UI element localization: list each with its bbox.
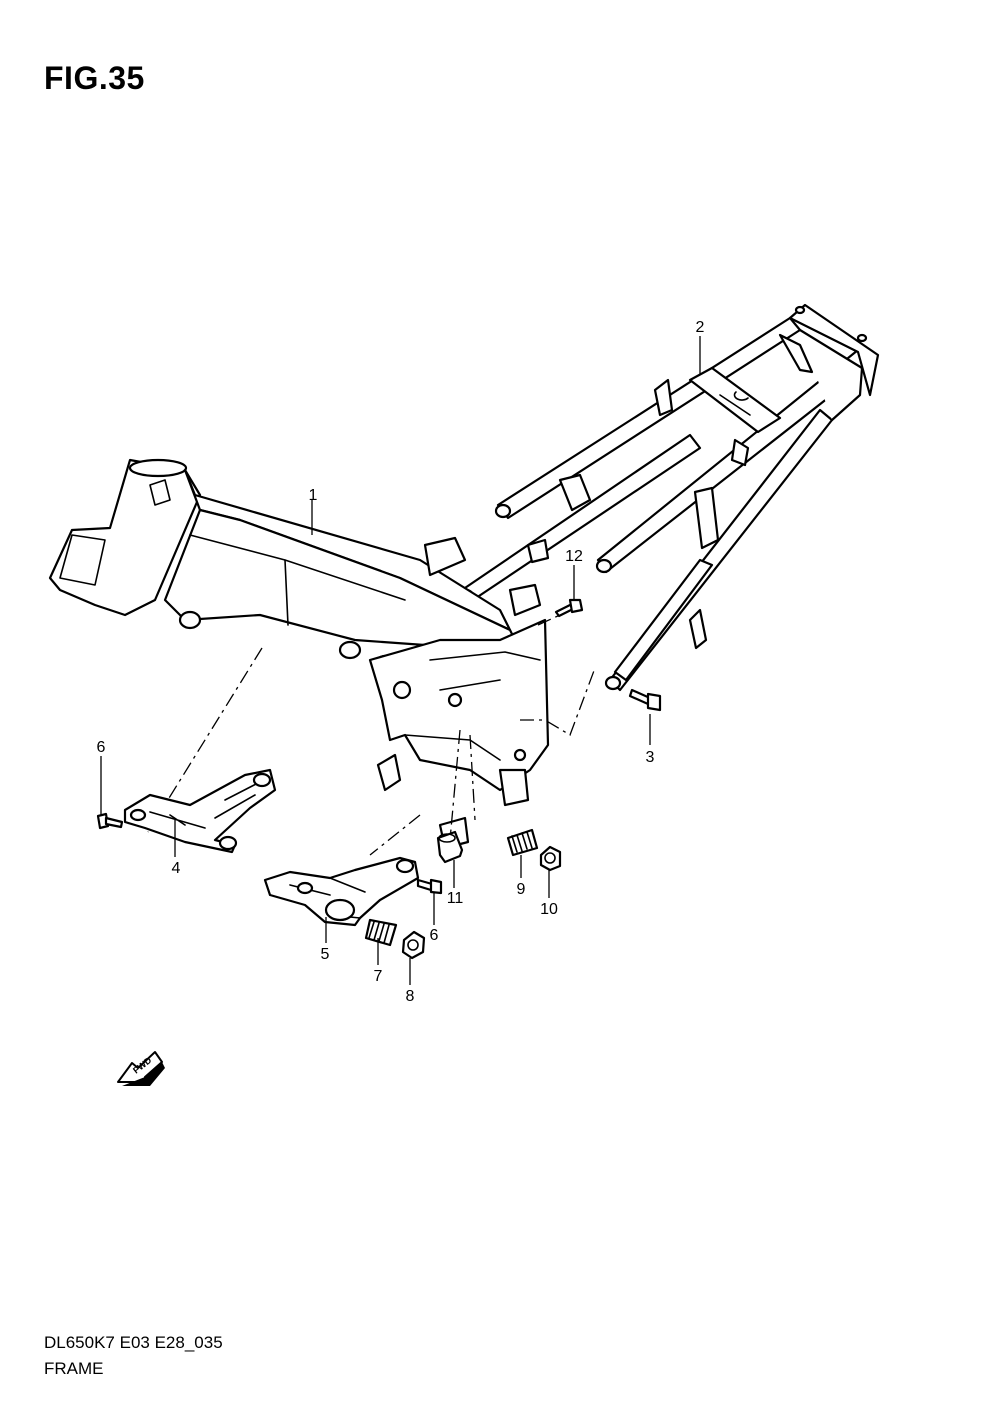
rear-frame-part <box>457 303 880 692</box>
bolt-part <box>506 828 539 857</box>
callout-12: 12 <box>565 548 583 565</box>
fwd-arrow-icon: FWD <box>117 1051 165 1086</box>
footrest-bracket-part <box>123 768 277 854</box>
callout-11: 11 <box>447 890 464 907</box>
bolt-part <box>628 688 662 712</box>
bolt-part <box>96 812 124 830</box>
diagram-name: FRAME <box>44 1359 104 1378</box>
bolt-part <box>364 918 398 947</box>
callout-2: 2 <box>696 319 705 336</box>
callout-8: 8 <box>406 988 415 1005</box>
callout-9: 9 <box>517 881 526 898</box>
alignment-line <box>147 647 263 833</box>
alignment-line <box>369 814 421 856</box>
callout-6-right: 6 <box>430 927 439 944</box>
callout-3: 3 <box>646 749 655 766</box>
callout-1: 1 <box>309 487 318 504</box>
figure-title: FIG.35 <box>44 60 145 96</box>
spacer-part <box>436 830 464 864</box>
alignment-line <box>537 614 561 626</box>
footrest-bracket-part <box>263 856 420 927</box>
alignment-line <box>449 729 461 841</box>
callout-6: 6 <box>97 739 106 756</box>
bolt-part <box>554 598 584 618</box>
callout-10: 10 <box>540 901 558 918</box>
diagram-code: DL650K7 E03 E28_035 <box>44 1333 223 1352</box>
callout-5: 5 <box>321 946 330 963</box>
bolt-part <box>416 878 443 895</box>
callout-4: 4 <box>172 860 181 877</box>
leader-lines <box>100 336 701 985</box>
callout-7: 7 <box>374 968 383 985</box>
alignment-line <box>520 667 596 736</box>
nut-part <box>539 845 562 872</box>
nut-part <box>401 930 426 960</box>
